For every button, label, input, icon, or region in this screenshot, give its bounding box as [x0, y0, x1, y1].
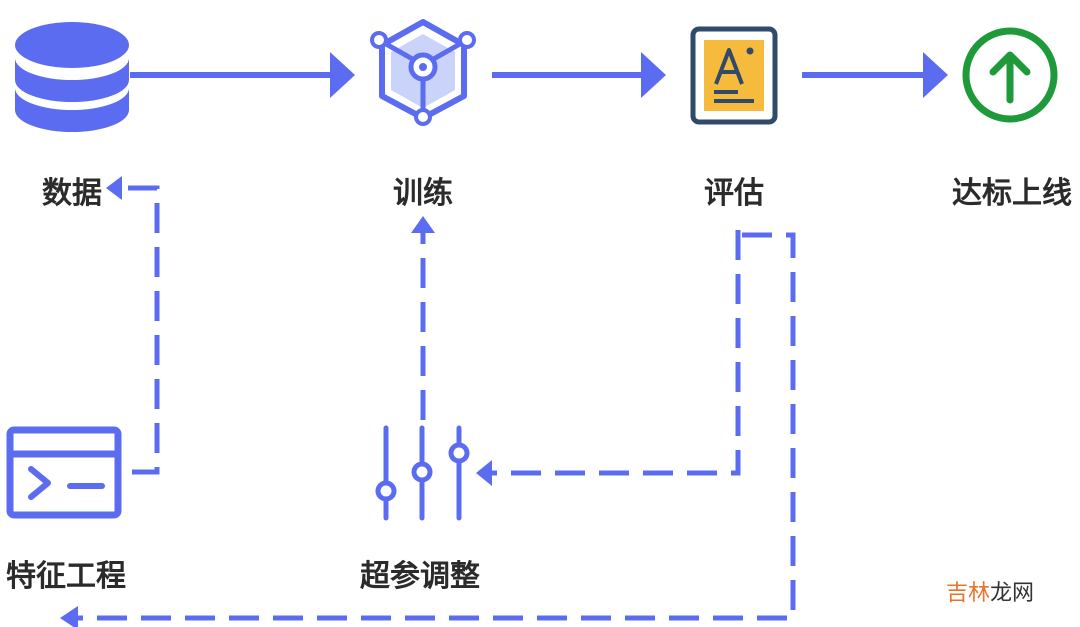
node-label-launch: 达标上线	[952, 176, 1072, 211]
node-label-training: 训练	[393, 176, 453, 211]
feedback-arrow-feature-to-data	[106, 176, 160, 475]
sliders-icon	[375, 425, 470, 521]
node-label-hyperparameter-tuning: 超参调整	[360, 559, 480, 594]
watermark-part1: 吉林	[946, 581, 990, 606]
model-cube-icon	[370, 19, 476, 126]
watermark-part2: 龙网	[990, 581, 1034, 606]
flow-arrow-data-to-training	[130, 52, 355, 98]
feedback-arrow-evaluation-to-tuning	[476, 230, 741, 486]
flow-arrow-training-to-evaluation	[492, 52, 666, 98]
terminal-window-icon	[6, 426, 122, 519]
evaluation-document-icon	[690, 26, 778, 125]
node-label-evaluation: 评估	[704, 176, 764, 211]
feedback-arrow-tuning-to-training	[411, 216, 435, 420]
feedback-arrow-evaluation-to-feature	[60, 232, 796, 627]
watermark: 吉林龙网	[946, 581, 1034, 606]
node-label-feature-engineering: 特征工程	[6, 559, 126, 594]
arrow-up-circle-icon	[962, 27, 1058, 123]
database-icon	[15, 22, 129, 132]
flow-arrow-evaluation-to-launch	[802, 52, 948, 98]
node-label-data: 数据	[42, 176, 102, 211]
